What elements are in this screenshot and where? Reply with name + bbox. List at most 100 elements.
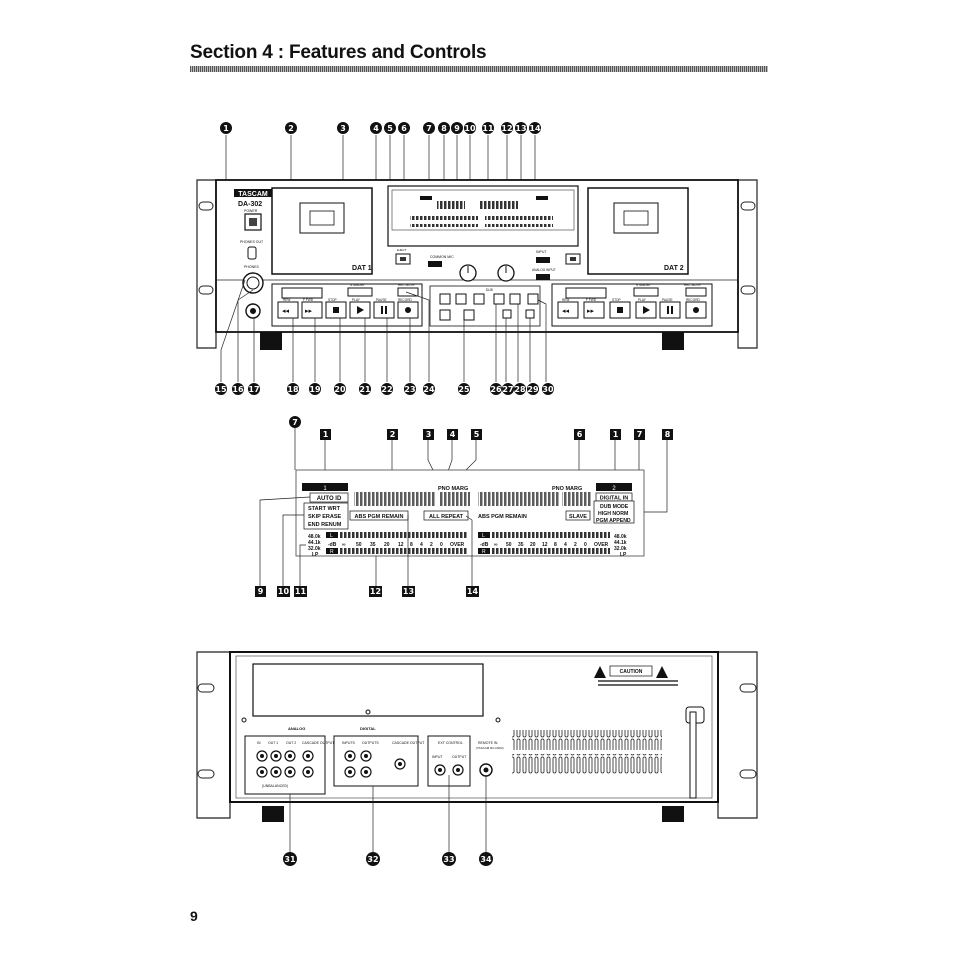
svg-text:4: 4 [564,542,567,548]
auto-id-button[interactable] [527,293,539,305]
svg-text:7: 7 [637,430,643,439]
analog-rca-jacks [256,750,314,778]
dat2-rec-mute-button[interactable] [685,287,707,297]
dub-mode-button[interactable] [509,293,521,305]
svg-text:ALL REPEAT: ALL REPEAT [429,514,464,520]
svg-text:(TASCAM RC-D302): (TASCAM RC-D302) [476,746,504,750]
svg-text:PLAY: PLAY [638,298,647,302]
dat2-skip-buttons[interactable] [565,287,607,299]
svg-text:7: 7 [426,124,432,133]
svg-text:12: 12 [501,124,512,133]
input-select-switch[interactable] [536,257,550,263]
svg-text:50: 50 [356,542,362,548]
svg-text:PAUSE: PAUSE [662,298,673,302]
svg-text:44.1k: 44.1k [308,540,321,546]
dat2-ffwd-button[interactable] [583,301,605,319]
front-callouts-bottom: 15 16 17 18 19 20 21 22 23 24 25 26 27 2… [215,383,554,395]
svg-text:PHONES: PHONES [244,265,259,269]
svg-text:13: 13 [515,124,526,133]
svg-text:12: 12 [370,587,381,596]
svg-text:1: 1 [323,430,329,439]
svg-text:2: 2 [288,124,294,133]
center-function-buttons: DUB [429,285,541,327]
svg-text:F FWD: F FWD [586,298,597,302]
svg-text:PAUSE: PAUSE [376,298,387,302]
dat1-rew-button[interactable] [277,301,299,319]
svg-text:R: R [330,549,334,555]
center-button-4[interactable] [463,309,475,321]
svg-text:1: 1 [223,124,229,133]
svg-text:◂◂: ◂◂ [562,308,570,315]
rear-callouts: 31 32 33 34 [283,852,493,866]
center-button-5[interactable] [473,293,485,305]
svg-text:20: 20 [384,542,390,548]
svg-text:19: 19 [309,385,321,394]
model-name: DA-302 [238,201,262,208]
svg-text:27: 27 [502,385,513,394]
common-mic-switch[interactable] [428,261,442,267]
svg-text:◂◂: ◂◂ [282,308,290,315]
dat1-rec-mute-button[interactable] [397,287,419,297]
center-button-6[interactable] [502,309,512,319]
svg-text:9: 9 [258,587,264,596]
svg-text:12: 12 [542,542,548,548]
svg-text:4: 4 [420,542,423,548]
svg-text:18: 18 [287,385,299,394]
title-rule [190,66,768,72]
svg-text:10: 10 [278,587,290,596]
center-button-1[interactable] [439,293,451,305]
svg-text:35: 35 [370,542,376,548]
digital-coax-jacks [344,750,406,778]
svg-text:50: 50 [506,542,512,548]
center-button-2[interactable] [439,309,451,321]
svg-text:PNO MARG: PNO MARG [552,486,582,492]
svg-text:23: 23 [404,385,415,394]
svg-text:STANDBY: STANDBY [350,283,366,287]
svg-text:17: 17 [248,385,259,394]
svg-text:21: 21 [359,385,371,394]
svg-text:REMOTE IN: REMOTE IN [478,741,498,745]
svg-text:SLAVE: SLAVE [569,514,587,520]
svg-text:48.0k: 48.0k [614,534,627,540]
dat1-standby-button[interactable] [347,287,373,297]
dub-execute-button[interactable] [493,293,505,305]
svg-text:PGM APPEND: PGM APPEND [596,518,631,524]
svg-text:0: 0 [440,542,443,548]
svg-text:RECORD: RECORD [686,298,701,302]
svg-text:1: 1 [613,430,619,439]
svg-text:OVER: OVER [450,542,465,548]
dat2-standby-button[interactable] [633,287,659,297]
svg-text:EXT CONTROL: EXT CONTROL [438,741,463,745]
svg-text:OUTPUTS: OUTPUTS [362,741,379,745]
rear-panel: CAUTION ANALOG IN OUT 1 OUT 2 CASCADE OU… [196,651,758,866]
dat1-pause-button[interactable] [373,301,395,319]
dat2-rew-button[interactable] [557,301,579,319]
svg-text:2: 2 [574,542,577,548]
svg-text:CASCADE OUTPUT: CASCADE OUTPUT [392,741,425,745]
svg-text:22: 22 [381,385,392,394]
svg-text:-dB: -dB [480,542,489,548]
svg-text:STOP: STOP [328,298,337,302]
dat1-skip-buttons[interactable] [281,287,323,299]
dat2-transport: ◂◂ ▸▸ STANDBY REC MUTE REW F FWD STOP PL… [551,283,713,327]
center-button-3[interactable] [455,293,467,305]
svg-text:INPUT: INPUT [432,755,443,759]
phones-out-switch[interactable] [247,246,257,260]
svg-text:2: 2 [390,430,396,439]
svg-text:∞: ∞ [494,542,498,548]
svg-text:11: 11 [295,587,307,596]
svg-text:3: 3 [426,430,432,439]
svg-text:REC MUTE: REC MUTE [684,283,701,287]
analog-input-switch[interactable] [536,274,550,280]
svg-text:13: 13 [403,587,414,596]
svg-text:POWER: POWER [244,209,258,213]
svg-text:DIGITAL: DIGITAL [360,726,376,731]
svg-text:11: 11 [482,124,494,133]
svg-text:OVER: OVER [594,542,609,548]
svg-text:ANALOG: ANALOG [288,726,305,731]
sub-mode-button[interactable] [525,309,535,319]
dat2-pause-button[interactable] [659,301,681,319]
dat1-ffwd-button[interactable] [301,301,323,319]
meter-scale-left: -dB ∞ 50 35 20 12 8 4 2 0 OVER [328,542,465,548]
svg-text:STANDBY: STANDBY [636,283,652,287]
